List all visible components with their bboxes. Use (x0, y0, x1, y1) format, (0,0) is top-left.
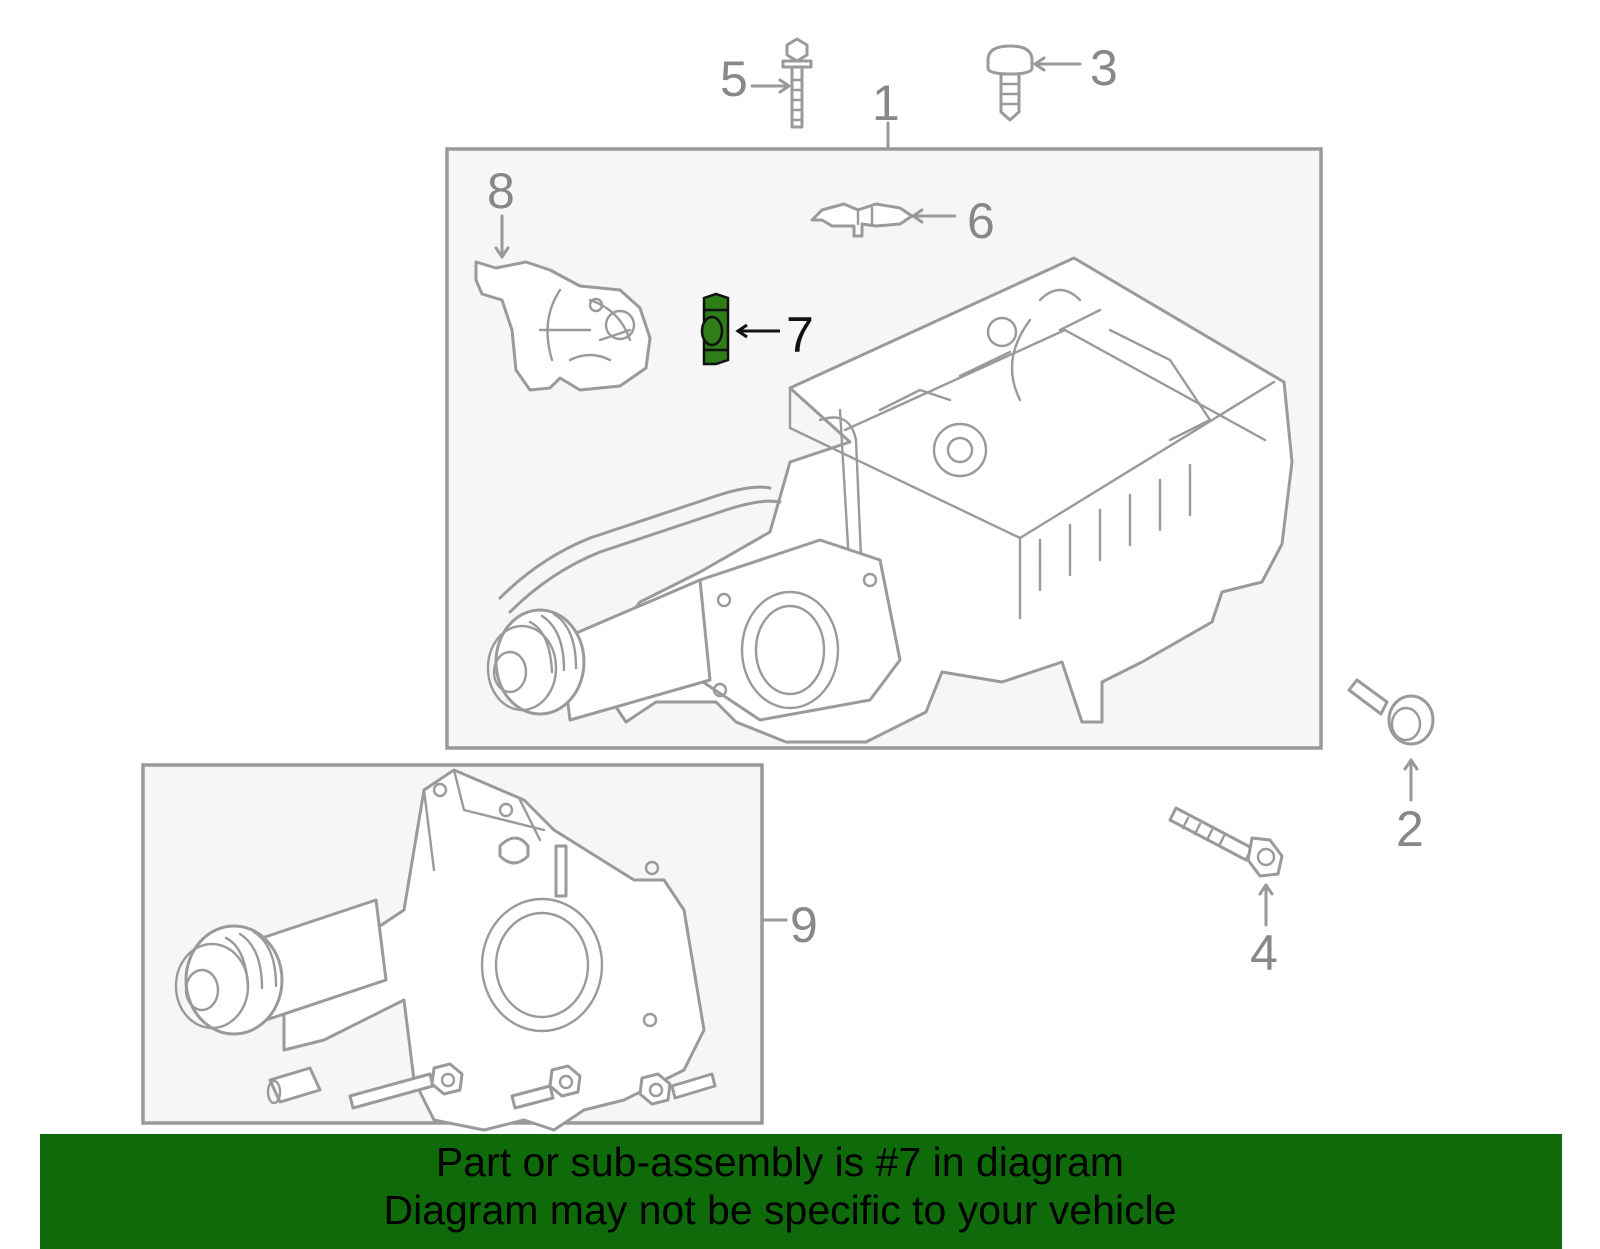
callout-8: 8 (487, 163, 515, 219)
part-7-highlighted-icon (700, 292, 730, 366)
screw-3-icon (986, 44, 1034, 122)
callout-1: 1 (872, 75, 900, 131)
part-8-actuator-icon (474, 260, 652, 392)
flange-bolt-icon (638, 1072, 717, 1106)
screw-2-icon (1347, 678, 1435, 746)
supercharger-assembly-icon (486, 256, 1294, 744)
short-bolt-icon (510, 1064, 582, 1110)
banner-line-disclaimer: Diagram may not be specific to your vehi… (383, 1187, 1177, 1233)
supercharger-snout-icon (174, 768, 706, 1132)
info-banner: Part or sub-assembly is #7 in diagram Di… (40, 1134, 1562, 1249)
part-6-sensor-icon (810, 202, 914, 238)
bolt-5-icon (781, 37, 813, 129)
callout-9: 9 (790, 897, 818, 953)
callout-6: 6 (967, 193, 995, 249)
callout-2: 2 (1396, 801, 1424, 857)
callout-7: 7 (786, 307, 814, 363)
callout-5: 5 (720, 51, 748, 107)
callout-4: 4 (1250, 925, 1278, 981)
long-bolt-icon (348, 1062, 464, 1110)
bolt-4-icon (1168, 806, 1284, 878)
sleeve-icon (266, 1066, 322, 1105)
callout-3: 3 (1090, 40, 1118, 96)
banner-line-part-number: Part or sub-assembly is #7 in diagram (435, 1139, 1125, 1185)
